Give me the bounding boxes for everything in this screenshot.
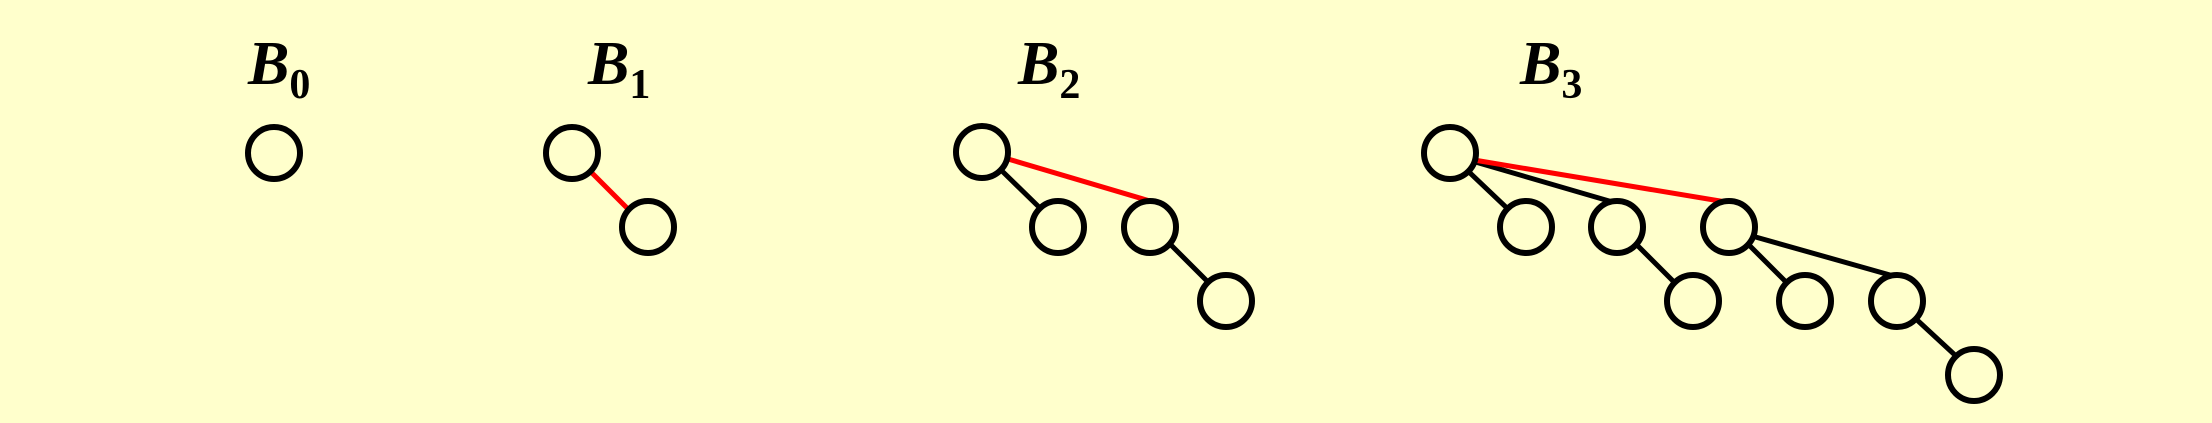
tree-b1-edge-link [587,168,631,212]
tree-b2-edge-right [1167,241,1211,285]
tree-b3-edge-mid [1633,241,1677,285]
tree-b1-letter: B [587,30,629,98]
tree-b2: B2 [953,30,1255,330]
tree-b3-node-root [1421,124,1479,182]
tree-b0-letter: B [247,30,289,98]
tree-b3-node-a [1497,198,1555,256]
tree-b1-node-child [619,198,677,256]
tree-b3-node-b [1588,198,1646,256]
tree-b2-node-root [953,123,1011,181]
tree-b3-label: B3 [1519,30,1582,108]
tree-b3-letter: B [1519,30,1561,98]
tree-b2-letter: B [1017,30,1059,98]
tree-b3-subscript: 3 [1561,62,1582,108]
tree-b3-node-e [1776,272,1834,330]
tree-b2-node-right-child [1197,272,1255,330]
tree-b3-edge-sub-deep [1913,316,1959,359]
tree-b3-edge-root-mid [1469,158,1619,206]
tree-b3-node-d [1700,198,1758,256]
tree-b3-edge-root-left [1465,168,1511,212]
tree-b2-subscript: 2 [1059,62,1080,108]
tree-b3-edge-link [1471,157,1729,205]
tree-b3: B3 [1421,30,2003,404]
tree-b3-node-f [1868,272,1926,330]
tree-b2-edge-link [1005,156,1153,204]
tree-b1-node-root [543,124,601,182]
tree-b2-node-right-root [1121,198,1179,256]
tree-b3-edge-sub-left [1745,241,1789,285]
tree-b1-subscript: 1 [629,62,650,108]
tree-b1: B1 [543,30,677,256]
tree-b3-edge-sub-right [1749,233,1893,278]
tree-b0-node-root [245,124,303,182]
tree-b2-label: B2 [1017,30,1080,108]
tree-b2-node-left-child [1029,198,1087,256]
tree-b3-node-g [1945,346,2003,404]
tree-b1-label: B1 [587,30,650,108]
tree-b2-edge-left [998,167,1044,212]
tree-b0: B0 [245,30,310,182]
tree-b0-subscript: 0 [289,62,310,108]
tree-b0-label: B0 [247,30,310,108]
tree-b3-node-c [1664,272,1722,330]
